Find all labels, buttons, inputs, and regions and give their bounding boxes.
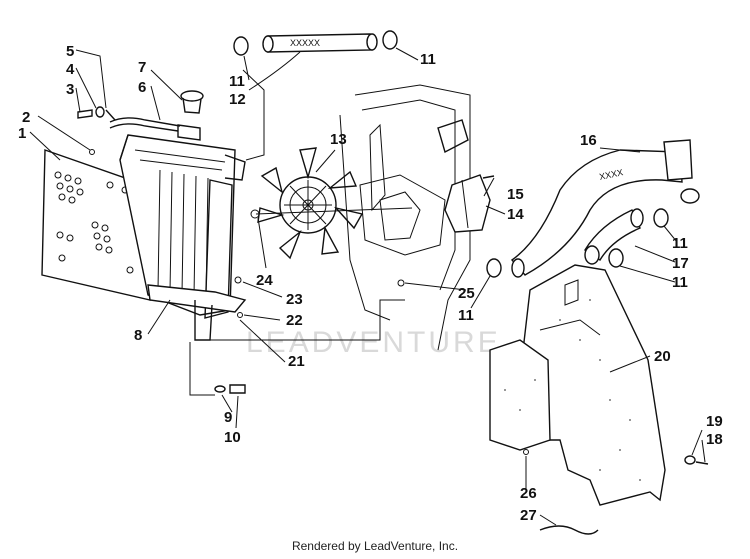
callout-17: 17 <box>672 255 689 272</box>
drain-plug <box>214 384 246 394</box>
callout-1: 1 <box>18 125 26 142</box>
callout-25: 25 <box>458 285 475 302</box>
fasteners-upper <box>77 106 116 155</box>
engine-frame <box>339 84 491 351</box>
callout-4: 4 <box>66 61 75 78</box>
callout-7: 7 <box>138 59 146 76</box>
callout-labels: 5 4 3 2 1 7 6 8 9 10 11 12 11 13 14 15 1… <box>18 43 723 524</box>
watermark-text: LEADVENTURE <box>246 326 501 359</box>
callout-6: 6 <box>138 79 146 96</box>
callout-23: 23 <box>286 291 303 308</box>
callout-27: 27 <box>520 507 537 524</box>
lower-hose: XXXX <box>486 139 700 278</box>
footer-credit: Rendered by LeadVenture, Inc. <box>291 539 459 553</box>
callout-8: 8 <box>134 327 142 344</box>
callout-20: 20 <box>654 348 671 365</box>
callout-11e: 11 <box>672 274 688 291</box>
small-fasteners <box>250 175 709 535</box>
callout-13: 13 <box>330 131 347 148</box>
callout-2: 2 <box>22 109 30 126</box>
callout-15: 15 <box>507 186 524 203</box>
bypass-hose <box>584 208 669 268</box>
callout-12: 12 <box>229 91 246 108</box>
callout-10: 10 <box>224 429 241 446</box>
callout-11b: 11 <box>420 51 436 68</box>
callout-26: 26 <box>520 485 537 502</box>
svg-text:XXXX: XXXX <box>598 167 624 182</box>
callout-18: 18 <box>706 431 723 448</box>
callout-11d: 11 <box>672 235 688 252</box>
callout-3: 3 <box>66 81 74 98</box>
radiator-core <box>109 90 246 319</box>
callout-5: 5 <box>66 43 74 60</box>
callout-21: 21 <box>288 353 305 370</box>
callout-11c: 11 <box>458 307 474 324</box>
cooling-fan <box>255 147 413 260</box>
leader-lines <box>29 47 706 526</box>
callout-9: 9 <box>224 409 232 426</box>
callout-11a: 11 <box>229 73 245 90</box>
callout-24: 24 <box>256 272 273 289</box>
upper-hose: XXXXX <box>233 30 398 56</box>
callout-16: 16 <box>580 132 597 149</box>
callout-19: 19 <box>706 413 723 430</box>
callout-14: 14 <box>507 206 524 223</box>
svg-text:XXXXX: XXXXX <box>290 38 320 48</box>
heat-shield <box>489 264 666 506</box>
callout-22: 22 <box>286 312 303 329</box>
